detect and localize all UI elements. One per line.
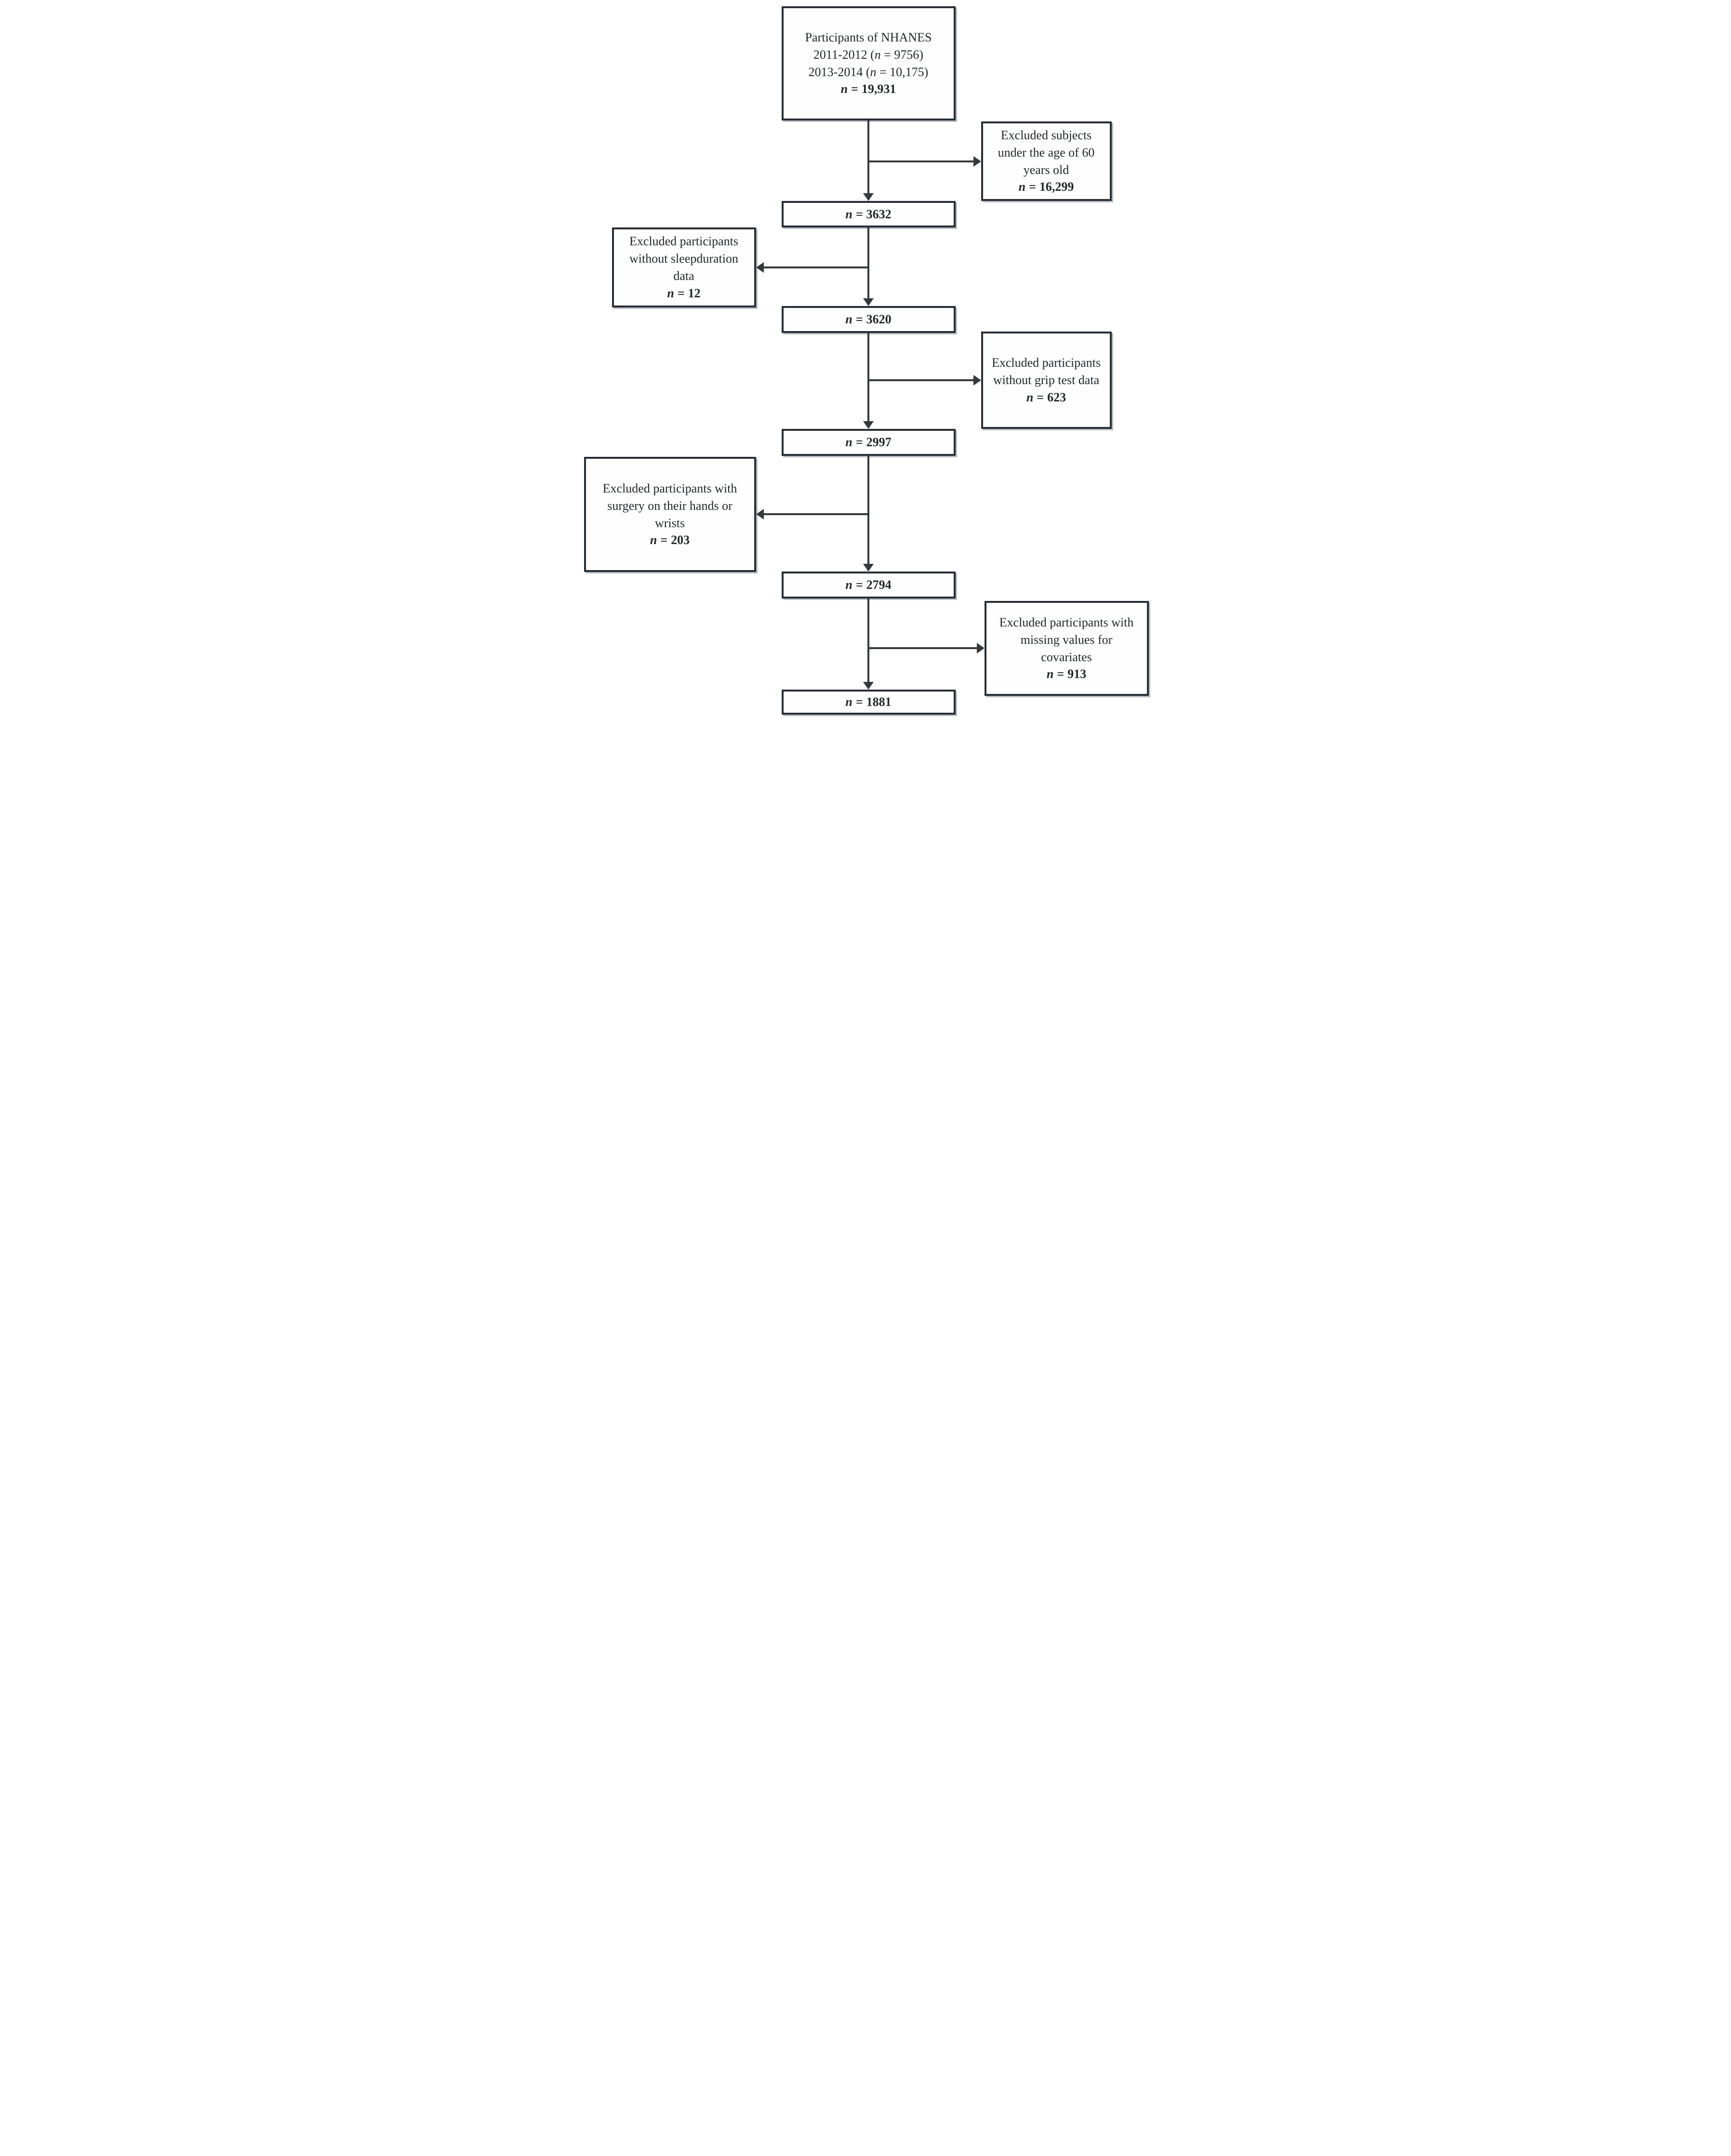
n-value: 19,931 [861, 82, 896, 96]
n-value: 2794 [866, 578, 892, 592]
equals-sign: = [855, 578, 863, 592]
equals-sign: = [1037, 390, 1044, 404]
node-text-line: Excluded participants [992, 356, 1101, 370]
n-value-line: n=3632 [845, 206, 891, 223]
node-text-line: 2011-2012 (n = 9756) [813, 46, 923, 64]
equals-sign: = [851, 82, 858, 96]
node-excluded-sleepduration: Excluded participants without sleepdurat… [612, 227, 756, 307]
node-text-line: covariates [1041, 650, 1092, 664]
n-value-line: n=623 [1026, 389, 1066, 406]
connector-top-to-3632 [867, 120, 869, 193]
n-symbol: n [845, 578, 852, 592]
arrowhead-down-icon [863, 193, 874, 201]
n-value: 913 [1067, 667, 1087, 681]
node-participants-nhanes: Participants of NHANES 2011-2012 (n = 97… [781, 6, 956, 120]
equals-sign: = [660, 533, 668, 547]
arrowhead-down-icon [863, 682, 874, 690]
arrowhead-left-icon [756, 262, 764, 273]
n-value-line: n=913 [1047, 665, 1086, 683]
connector-3620-to-2997 [867, 333, 869, 421]
node-excluded-grip-test: Excluded participants without grip test … [981, 332, 1112, 429]
connector-3632-to-3620 [867, 227, 869, 298]
n-symbol: n [1018, 180, 1026, 194]
node-text-line: missing values for [1020, 632, 1113, 647]
n-value-line: n=2794 [845, 576, 891, 594]
n-symbol: n [1026, 390, 1034, 404]
node-step-3632: n=3632 [781, 201, 956, 227]
node-text-line: under the age of 60 [998, 145, 1095, 160]
connector-2997-to-2794 [867, 456, 869, 564]
n-value-line: n=203 [650, 532, 690, 549]
node-text-line: surgery on their hands or [607, 498, 732, 513]
n-value-line: n=2997 [845, 434, 891, 451]
text-segment: = 9756) [880, 47, 924, 62]
n-symbol: n [870, 65, 877, 79]
arrowhead-right-icon [973, 156, 981, 167]
arrowhead-right-icon [973, 375, 981, 386]
node-text-line: Excluded subjects [1000, 128, 1092, 142]
node-step-2794: n=2794 [781, 572, 956, 599]
node-text-line: Excluded participants [629, 234, 738, 249]
connector-2794-to-1881 [867, 599, 869, 682]
equals-sign: = [1057, 667, 1065, 681]
branch-excluded-surgery [763, 513, 869, 515]
node-step-3620: n=3620 [781, 306, 956, 333]
n-value: 3632 [866, 207, 892, 221]
flow-diagram: Participants of NHANES 2011-2012 (n = 97… [577, 0, 1154, 719]
node-step-1881: n=1881 [781, 690, 956, 715]
node-text-line: wrists [654, 516, 685, 530]
n-value: 12 [688, 286, 701, 300]
text-segment: 2013-2014 ( [808, 65, 870, 79]
node-text-line: without grip test data [993, 373, 1100, 387]
arrowhead-down-icon [863, 298, 874, 306]
n-value-line: n=3620 [845, 311, 891, 328]
equals-sign: = [677, 286, 685, 300]
branch-excluded-under-60 [868, 160, 973, 162]
n-symbol: n [667, 286, 674, 300]
node-text-line: Excluded participants with [602, 481, 737, 495]
equals-sign: = [855, 312, 863, 327]
equals-sign: = [855, 435, 863, 450]
equals-sign: = [855, 695, 863, 709]
node-text-line: 2013-2014 (n = 10,175) [809, 64, 929, 81]
node-excluded-covariates: Excluded participants with missing value… [984, 601, 1149, 696]
node-text-line: without sleepduration [629, 252, 738, 266]
equals-sign: = [855, 207, 863, 221]
node-excluded-under-60: Excluded subjects under the age of 60 ye… [981, 121, 1112, 201]
n-symbol: n [845, 695, 852, 709]
n-value: 623 [1047, 390, 1066, 404]
branch-excluded-grip-test [868, 379, 973, 381]
node-excluded-surgery: Excluded participants with surgery on th… [584, 457, 756, 572]
arrowhead-down-icon [863, 564, 874, 572]
n-symbol: n [650, 533, 657, 547]
node-text-line: data [673, 269, 694, 283]
n-value: 1881 [866, 695, 892, 709]
text-segment: 2011-2012 ( [813, 47, 875, 62]
n-value-line: n=1881 [845, 693, 891, 711]
n-symbol: n [845, 207, 852, 221]
arrowhead-down-icon [863, 421, 874, 429]
n-symbol: n [845, 312, 852, 327]
node-text-line: Excluded participants with [999, 615, 1134, 629]
node-text-line: Participants of NHANES [805, 30, 932, 44]
n-value-line: n=16,299 [1019, 178, 1074, 196]
n-value: 203 [671, 533, 690, 547]
n-symbol: n [845, 435, 852, 450]
branch-excluded-covariates [868, 647, 977, 649]
arrowhead-right-icon [976, 643, 985, 653]
n-value: 3620 [866, 312, 892, 327]
n-value: 2997 [866, 435, 892, 450]
text-segment: = 10,175) [876, 65, 929, 79]
n-value-line: n=19,931 [841, 80, 896, 98]
n-value-line: n=12 [667, 285, 700, 302]
n-symbol: n [840, 82, 848, 96]
n-value: 16,299 [1039, 180, 1074, 194]
equals-sign: = [1029, 180, 1036, 194]
branch-excluded-sleepduration [763, 266, 869, 268]
n-symbol: n [1046, 667, 1054, 681]
n-symbol: n [874, 47, 881, 62]
node-step-2997: n=2997 [781, 429, 956, 456]
node-text-line: years old [1023, 162, 1069, 177]
arrowhead-left-icon [756, 509, 764, 519]
